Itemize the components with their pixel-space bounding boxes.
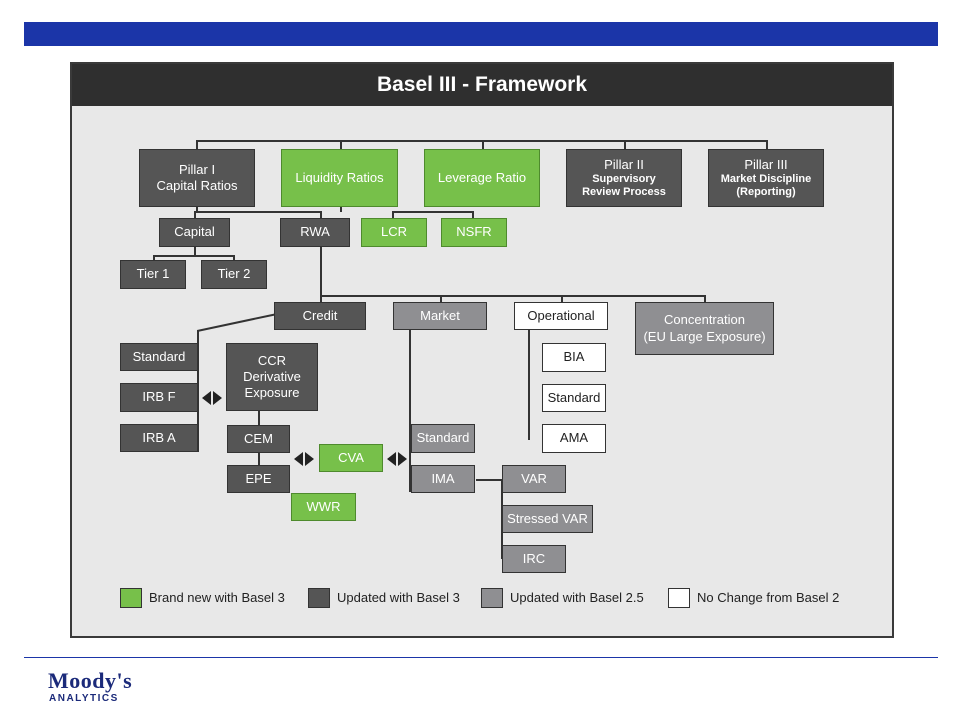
legend-swatch (481, 588, 503, 608)
connector (624, 140, 626, 150)
connector (476, 479, 502, 481)
connector (409, 330, 411, 492)
legend-swatch (668, 588, 690, 608)
connector (194, 246, 196, 256)
connector (196, 140, 198, 150)
connector (392, 211, 473, 213)
pillar-2-box: Pillar II Supervisory Review Process (566, 149, 682, 207)
capital-box: Capital (159, 218, 230, 247)
pillar-3-title: Pillar III (744, 157, 788, 173)
irc-box: IRC (502, 545, 566, 573)
connector (340, 140, 342, 150)
legend-label: Updated with Basel 2.5 (510, 590, 644, 605)
var-box: VAR (502, 465, 566, 493)
ccr-derivative-exposure-box: CCR Derivative Exposure (226, 343, 318, 411)
top-banner (24, 22, 938, 46)
operational-box: Operational (514, 302, 608, 330)
rwa-box: RWA (280, 218, 350, 247)
connector (392, 211, 394, 218)
connector (766, 140, 768, 150)
left-arrow-icon (202, 391, 211, 405)
connector (472, 211, 474, 218)
left-arrow-icon (294, 452, 303, 466)
pillar-2-title: Pillar II (604, 157, 644, 173)
connector (440, 295, 442, 302)
tier-2-box: Tier 2 (201, 260, 267, 289)
concentration-box: Concentration (EU Large Exposure) (635, 302, 774, 355)
standard-market-box: Standard (411, 424, 475, 453)
connector (340, 206, 342, 212)
standard-credit-box: Standard (120, 343, 198, 371)
connector (196, 140, 767, 142)
connector (153, 255, 155, 260)
legend-swatch (120, 588, 142, 608)
pillar-1-box: Pillar I Capital Ratios (139, 149, 255, 207)
moodys-logo-subtitle: ANALYTICS (49, 693, 119, 704)
connector (153, 255, 235, 257)
epe-box: EPE (227, 465, 290, 493)
right-arrow-icon (213, 391, 222, 405)
connector (197, 330, 199, 452)
connector (320, 211, 322, 219)
moodys-logo: Moody's (48, 668, 133, 693)
standard-operational-box: Standard (542, 384, 606, 412)
stressed-var-box: Stressed VAR (502, 505, 593, 533)
bia-box: BIA (542, 343, 606, 372)
irb-a-box: IRB A (120, 424, 198, 452)
nsfr-box: NSFR (441, 218, 507, 247)
market-box: Market (393, 302, 487, 330)
page-title: Basel III - Framework (72, 64, 892, 106)
liquidity-ratios-box: Liquidity Ratios (281, 149, 398, 207)
connector (196, 206, 198, 212)
ama-box: AMA (542, 424, 606, 453)
connector (194, 211, 196, 219)
leverage-ratio-box: Leverage Ratio (424, 149, 540, 207)
pillar-3-box: Pillar III Market Discipline (Reporting) (708, 149, 824, 207)
pillar-3-subtitle: Market Discipline (Reporting) (720, 173, 812, 199)
connector (320, 295, 705, 297)
legend-label: No Change from Basel 2 (697, 590, 840, 605)
connector (528, 330, 530, 440)
lcr-box: LCR (361, 218, 427, 247)
right-arrow-icon (398, 452, 407, 466)
left-arrow-icon (387, 452, 396, 466)
connector (320, 246, 322, 296)
connector (320, 295, 322, 302)
right-arrow-icon (305, 452, 314, 466)
connector (704, 295, 706, 302)
legend-label: Updated with Basel 3 (337, 590, 460, 605)
tier-1-box: Tier 1 (120, 260, 186, 289)
cem-box: CEM (227, 425, 290, 453)
wwr-box: WWR (291, 493, 356, 521)
connector (482, 140, 484, 150)
credit-box: Credit (274, 302, 366, 330)
connector (194, 211, 321, 213)
connector (561, 295, 563, 302)
footer-divider (24, 657, 938, 658)
ima-box: IMA (411, 465, 475, 493)
pillar-2-subtitle: Supervisory Review Process (582, 173, 666, 199)
connector (233, 255, 235, 260)
legend-label: Brand new with Basel 3 (149, 590, 285, 605)
cva-box: CVA (319, 444, 383, 472)
legend-swatch (308, 588, 330, 608)
irb-f-box: IRB F (120, 383, 198, 412)
